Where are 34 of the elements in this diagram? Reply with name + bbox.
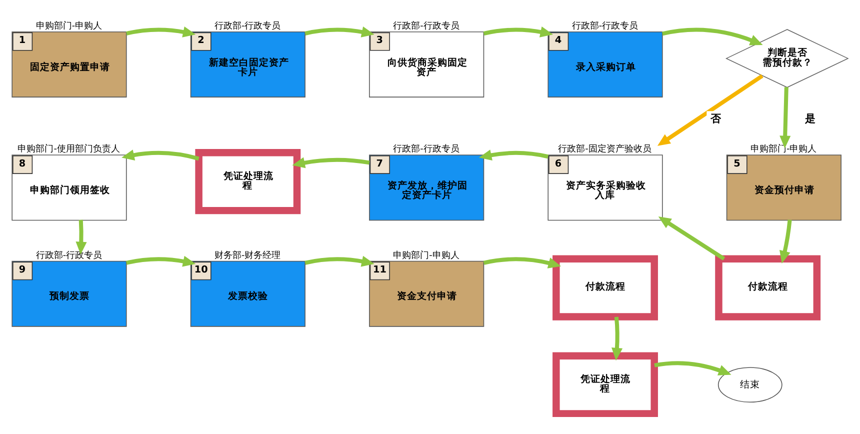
node-label: 财务部-财务经理 [214,250,281,261]
arrow [304,26,374,38]
node-label: 行政部-行政专员 [393,22,460,32]
edge-label: 否 [710,112,720,125]
arrow [126,26,196,38]
arrow [658,216,726,261]
node-label: 申购部门-使用部门负责人 [18,144,120,155]
arrow [126,256,196,267]
arrow [662,28,763,46]
arrow [478,150,549,160]
arrow [304,256,374,267]
node-label: 行政部-行政专员 [214,22,281,32]
arrow [292,157,370,168]
node-label: 申购部门-申购人 [36,22,102,32]
node-box: 付款流程 [552,255,658,320]
edge-label: 是 [805,112,816,125]
node-label: 行政部-行政专员 [572,22,638,32]
arrow [780,220,792,264]
arrow [780,87,791,148]
node-box: 付款流程 [715,255,821,320]
arrow [654,361,732,376]
arrow [657,74,764,146]
node-ellipse: 结束 [718,367,782,403]
node-label: 行政部-行政专员 [393,144,460,155]
arrow [122,150,200,161]
node-diamond: 判断是否需预付款？ [725,29,849,88]
node-box: 凭证处理流程 [195,149,301,214]
arrow [483,26,554,38]
node-box: 凭证处理流程 [552,352,658,417]
node-label: 申购部门-申购人 [393,250,460,261]
arrow [76,220,87,254]
node-label: 行政部-固定资产验收员 [558,144,652,155]
arrow [483,257,562,268]
arrow [612,316,623,361]
